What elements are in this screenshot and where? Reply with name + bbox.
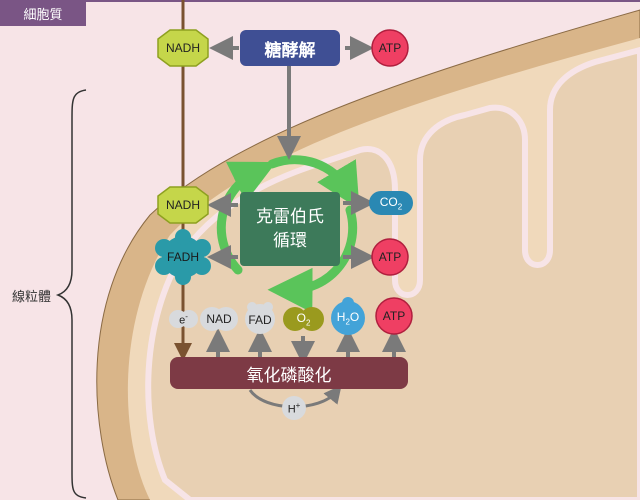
proton-label: H+	[287, 400, 301, 416]
cytoplasm-label: 細胞質	[23, 7, 63, 23]
o2-label: O2	[296, 310, 311, 328]
co2-label: CO2	[379, 194, 403, 212]
glycolysis-label: 糖酵解	[264, 40, 316, 61]
h2o-badge: H2O	[331, 303, 365, 333]
atp-krebs-label: ATP	[378, 250, 402, 264]
proton-badge-shape	[282, 396, 306, 420]
atp-krebs-badge: ATP	[372, 239, 408, 275]
co2-badge-shape	[369, 191, 413, 215]
fad-badge: FAD	[244, 306, 276, 334]
electron-label: e-	[179, 311, 188, 327]
nadh-top-badge: NADH	[158, 30, 208, 66]
oxidative-phosphorylation-box: 氧化磷酸化	[170, 357, 408, 389]
atp-glycolysis-shape	[371, 29, 409, 67]
atp-krebs-shape	[371, 238, 409, 276]
electron-badge: e-	[169, 308, 198, 330]
electron-badge-shape	[169, 310, 198, 328]
h2o-badge-shape	[331, 297, 365, 335]
fad-label: FAD	[248, 313, 272, 327]
glycolysis-box: 糖酵解	[240, 30, 340, 66]
krebs-cycle-box: 克雷伯氏 循環	[240, 192, 340, 266]
fadh-badge: FADH	[155, 245, 211, 269]
nadh-krebs-badge: NADH	[158, 187, 208, 223]
atp-glycolysis-badge: ATP	[372, 30, 408, 66]
nadh-top-badge-shape	[157, 29, 209, 67]
atp-oxphos-shape	[375, 297, 413, 335]
nad-label: NAD	[206, 312, 232, 326]
o2-badge: O2	[283, 307, 324, 331]
fadh-label: FADH	[166, 250, 199, 264]
atp-oxphos-badge: ATP	[376, 298, 412, 334]
nadh-top-label: NADH	[165, 41, 200, 55]
nadh-krebs-label: NADH	[165, 198, 200, 212]
o2-badge-shape	[283, 307, 324, 331]
proton-badge: H+	[282, 396, 306, 420]
fadh-badge-shape	[155, 229, 211, 285]
cytoplasm-tab: 細胞質	[0, 0, 86, 26]
mitochondrion-brace	[55, 89, 87, 499]
nad-badge: NAD	[200, 307, 238, 331]
oxphos-label: 氧化磷酸化	[246, 365, 332, 386]
flow-arrows	[206, 36, 406, 365]
nad-badge-shape	[200, 307, 238, 331]
co2-badge: CO2	[369, 191, 413, 215]
nadh-krebs-badge-shape	[157, 186, 209, 224]
mitochondrion-label: 線粒體	[12, 290, 52, 305]
fad-badge-shape	[245, 302, 275, 334]
krebs-label-line2: 循環	[273, 231, 307, 251]
atp-glycolysis-label: ATP	[378, 41, 402, 55]
atp-oxphos-label: ATP	[382, 309, 406, 323]
h2o-label: H2O	[336, 309, 360, 327]
krebs-label-line1: 克雷伯氏	[256, 207, 324, 227]
